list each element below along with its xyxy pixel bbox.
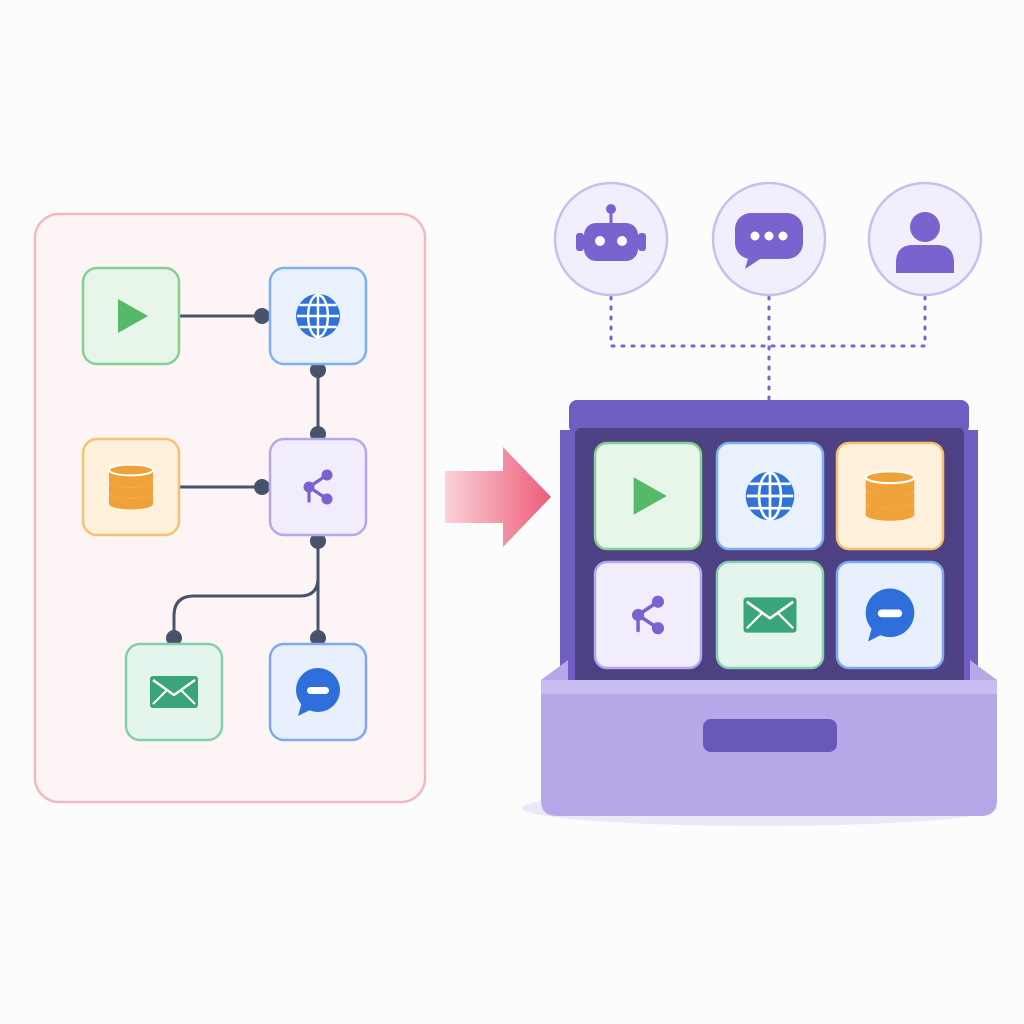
user-head: [910, 212, 940, 242]
envelope-fold: [152, 689, 196, 705]
robot-ear: [638, 233, 646, 251]
speech-tail: [745, 255, 763, 269]
user-shoulders: [896, 245, 954, 273]
chat-dash: [307, 687, 329, 694]
toolbox-rim: [541, 680, 997, 694]
edge-branch-email: [172, 558, 320, 640]
share-node: [651, 595, 665, 608]
database-icon: [864, 470, 916, 521]
share-node: [631, 608, 645, 622]
consumer-user[interactable]: [867, 181, 983, 297]
connector-dot: [254, 479, 270, 495]
share-node: [321, 469, 333, 481]
toolbox-handle: [703, 719, 837, 752]
share-node: [303, 481, 315, 493]
toolbox-lid: [569, 400, 969, 434]
database-layer-top: [108, 463, 154, 477]
connector-dot: [310, 362, 326, 378]
chat-tail: [867, 626, 886, 642]
connector-dot: [310, 533, 326, 549]
connector-dot: [310, 630, 326, 646]
envelope-body: [743, 597, 797, 633]
database-layer-bottom: [109, 498, 153, 510]
toolbox-tile-chat[interactable]: [835, 560, 945, 670]
tile-background: [593, 560, 703, 670]
arrow-shape: [445, 447, 551, 547]
share-node: [651, 622, 665, 635]
chat-icon: [865, 588, 915, 642]
play-icon: [633, 477, 667, 515]
arrow-right-icon: [445, 447, 551, 547]
connector-dot: [166, 630, 182, 646]
robot-ear: [576, 233, 584, 251]
database-layer-bottom: [865, 496, 915, 509]
database-layer-bottom: [865, 508, 915, 521]
robot-head: [584, 223, 638, 261]
globe-icon: [745, 471, 795, 521]
workflow-node-start[interactable]: [81, 266, 181, 366]
database-layer-bottom: [865, 484, 915, 497]
database-layer-top: [864, 470, 916, 485]
database-layer-bottom: [109, 476, 153, 488]
mail-icon: [743, 597, 797, 633]
consumer-icons: [553, 181, 983, 402]
share-icon: [631, 595, 665, 635]
workflow-node-branch[interactable]: [268, 437, 368, 537]
envelope-body: [150, 676, 198, 708]
workflow-node-data[interactable]: [81, 437, 181, 537]
share-node: [321, 493, 333, 505]
chat-icon: [296, 668, 340, 716]
robot-antenna-tip: [606, 204, 616, 214]
mail-icon: [150, 676, 198, 708]
chat-tail: [298, 702, 314, 716]
play-icon: [118, 299, 148, 333]
share-icon: [303, 469, 333, 505]
workflow-node-globe[interactable]: [268, 266, 368, 366]
database-icon: [108, 463, 154, 510]
toolbox-tile-branch[interactable]: [593, 560, 703, 670]
consumer-agent[interactable]: [553, 181, 669, 297]
connector-dot: [254, 308, 270, 324]
workflow-node-chat[interactable]: [268, 642, 368, 742]
typing-dot: [778, 231, 788, 241]
toolbox-tile-data[interactable]: [835, 441, 945, 551]
globe-icon: [296, 293, 340, 339]
toolbox-tile-email[interactable]: [715, 560, 825, 670]
play-glyph: [633, 477, 667, 515]
workflow-node-email[interactable]: [124, 642, 224, 742]
typing-dot: [750, 231, 760, 241]
envelope-flap: [152, 679, 196, 697]
play-glyph: [118, 299, 148, 333]
toolbox: [522, 400, 998, 826]
toolbox-tile-globe[interactable]: [715, 441, 825, 551]
workflow-panel: [33, 212, 427, 804]
tile-background: [268, 437, 368, 537]
envelope-flap: [746, 600, 794, 620]
chat-bubble-icon: [735, 213, 803, 269]
database-layer-bottom: [109, 487, 153, 499]
envelope-fold: [746, 612, 794, 630]
user-icon: [896, 212, 954, 273]
toolbox-tile-start[interactable]: [593, 441, 703, 551]
consumer-dotted-lines: [609, 295, 927, 402]
typing-dot: [764, 231, 774, 241]
robot-eye: [617, 236, 627, 246]
robot-eye: [595, 236, 605, 246]
robot-icon: [576, 204, 646, 261]
consumer-chat[interactable]: [711, 181, 827, 297]
chat-dash: [877, 609, 903, 618]
